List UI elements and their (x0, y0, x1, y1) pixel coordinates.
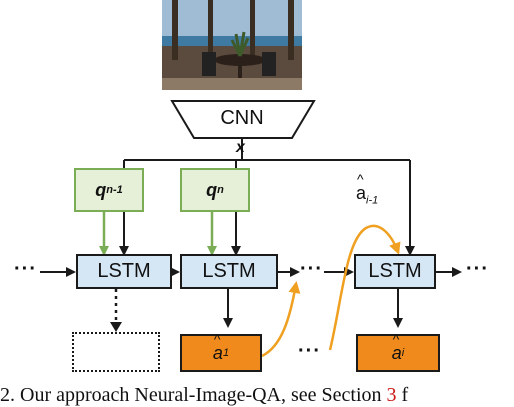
cnn-label: CNN (220, 107, 264, 129)
figure-caption: 2. Our approach Neural-Image-QA, see Sec… (0, 384, 514, 407)
question-cur-base: q (206, 179, 218, 200)
ellipsis-left: ··· (14, 258, 37, 280)
ellipsis-right: ··· (466, 258, 489, 280)
question-prev-base: q (95, 179, 107, 200)
lstm-cell-3: LSTM (354, 254, 436, 289)
answer-1-box: a1 (180, 331, 262, 372)
caption-section-ref[interactable]: 3 (386, 384, 397, 406)
ellipsis-bottom: ··· (298, 340, 321, 362)
answer-i-box: ai (356, 331, 440, 372)
input-image (162, 0, 302, 90)
answer-i-base: a (392, 331, 402, 364)
previous-answer-label: ai-1 (356, 171, 379, 207)
answer-1-sub: 1 (222, 347, 230, 359)
ellipsis-middle: ··· (300, 258, 323, 280)
previous-answer-sub: i-1 (366, 194, 379, 207)
caption-suffix: f (396, 384, 409, 406)
cnn-block (170, 100, 316, 139)
feedback-answer-1 (261, 281, 301, 358)
caption-prefix: 2. Our approach Neural-Image-QA, see Sec… (0, 384, 387, 406)
dotted-arrowhead (110, 322, 122, 332)
question-prev-sub: n-1 (106, 184, 123, 196)
answer-i-sub: i (401, 347, 405, 359)
previous-answer-base: a (356, 171, 366, 204)
scene-illustration (162, 0, 302, 90)
feedback-prev-answer (328, 224, 401, 351)
question-cur-sub: n (217, 184, 224, 196)
empty-output (72, 332, 160, 372)
lstm-cell-2: LSTM (180, 254, 278, 289)
feature-label: x (236, 139, 245, 156)
answer-1-base: a (213, 331, 223, 364)
lstm-cell-1: LSTM (76, 254, 172, 289)
